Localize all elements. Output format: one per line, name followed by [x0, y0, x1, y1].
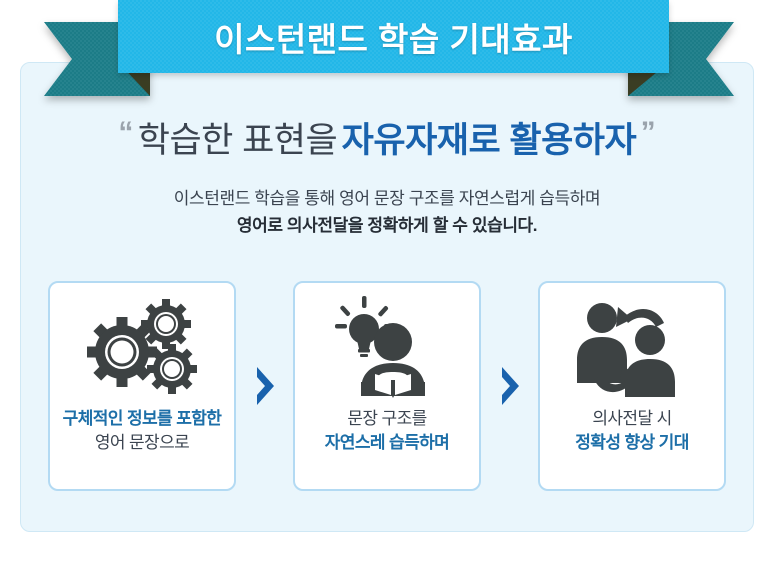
headline-quote: “ 학습한 표현을 자유자재로 활용하자 ” — [20, 112, 754, 163]
subtitle-block: 이스턴랜드 학습을 통해 영어 문장 구조를 자연스럽게 습득하며 영어로 의사… — [20, 186, 754, 239]
gears-icon — [84, 289, 200, 407]
quote-close-mark: ” — [640, 116, 656, 149]
step-card-1[interactable]: 구체적인 정보를 포함한 영어 문장으로 — [48, 281, 236, 491]
step-card-2-line-1: 문장 구조를 — [347, 409, 427, 428]
two-people-exchange-icon — [574, 289, 690, 407]
step-card-3-text: 의사전달 시 정확성 향상 기대 — [575, 407, 689, 455]
headline-plain-text: 학습한 표현을 — [137, 121, 338, 160]
subtitle-line-2: 영어로 의사전달을 정확하게 할 수 있습니다. — [236, 216, 538, 235]
step-card-1-text: 구체적인 정보를 포함한 영어 문장으로 — [63, 407, 222, 455]
subtitle-line-1: 이스턴랜드 학습을 통해 영어 문장 구조를 자연스럽게 습득하며 — [173, 189, 601, 208]
step-card-3-line-1: 의사전달 시 — [592, 409, 672, 428]
step-card-3-line-2: 정확성 향상 기대 — [575, 433, 689, 452]
chevron-right-icon-1 — [236, 365, 293, 407]
headline-accent-text: 자유자재로 활용하자 — [341, 121, 637, 160]
step-card-1-line-2: 영어 문장으로 — [94, 433, 190, 452]
step-card-3[interactable]: 의사전달 시 정확성 향상 기대 — [538, 281, 726, 491]
steps-row: 구체적인 정보를 포함한 영어 문장으로 — [20, 281, 754, 491]
step-card-2-text: 문장 구조를 자연스레 습득하며 — [324, 407, 450, 455]
step-card-2[interactable]: 문장 구조를 자연스레 습득하며 — [293, 281, 481, 491]
chevron-right-icon-2 — [481, 365, 538, 407]
step-card-2-line-2: 자연스레 습득하며 — [324, 433, 450, 452]
quote-open-mark: “ — [118, 116, 134, 149]
person-reading-lightbulb-icon — [331, 289, 443, 407]
banner-title: 이스턴랜드 학습 기대효과 — [214, 20, 573, 58]
step-card-1-line-1: 구체적인 정보를 포함한 — [62, 409, 222, 428]
